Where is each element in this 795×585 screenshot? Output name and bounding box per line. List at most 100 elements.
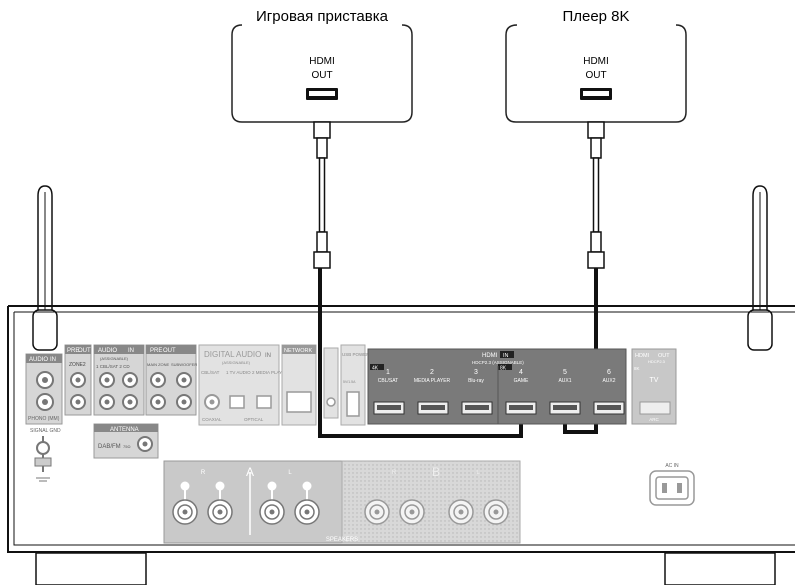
usb-label: USB POWER ONLY xyxy=(342,352,383,357)
ohm-label: 75Ω xyxy=(123,444,130,449)
hdmi-input-5-name: AUX1 xyxy=(558,378,571,384)
hdmi-input-6[interactable]: 6 AUX2 xyxy=(593,369,625,415)
hdmi-input-3[interactable]: 3 Blu-ray xyxy=(461,369,493,415)
usb-section: USB POWER ONLY 5V/1.5A xyxy=(340,344,383,426)
game-console-port-label-1: HDMI xyxy=(309,56,335,67)
hdmi-input-2[interactable]: 2 MEDIA PLAYER xyxy=(414,369,451,415)
hdmi-input-6-num: 6 xyxy=(607,369,611,376)
game-console-device: Игровая приставка HDMI OUT xyxy=(231,8,413,123)
hdmi-input-5-num: 5 xyxy=(563,369,567,376)
hdmi-input-2-num: 2 xyxy=(430,369,434,376)
player-8k-title: Плеер 8K xyxy=(562,8,629,25)
ir-section xyxy=(323,347,339,419)
speaker-zone-b: B xyxy=(432,465,440,479)
digital-assignable-label: (ASSIGNABLE) xyxy=(222,360,251,365)
hdmi-input-4[interactable]: 4 GAME xyxy=(505,369,537,415)
speakers-section: A B R L R L SPEAKERS xyxy=(163,460,521,544)
ac-in-section: AC IN xyxy=(649,463,695,506)
subwoofer-label: SUBWOOFER xyxy=(171,362,197,367)
digital-audio-section: DIGITAL AUDIO IN (ASSIGNABLE) CBL/SAT 1 … xyxy=(198,344,289,426)
pre-out-label: PRE xyxy=(67,348,79,354)
hdmi-input-1-num: 1 xyxy=(386,369,390,376)
digital-tv-audio-label: 1 TV AUDIO xyxy=(226,370,251,375)
hdmi-input-3-name: Blu-ray xyxy=(468,378,484,384)
hdmi-input-1[interactable]: 1 CBL/SAT xyxy=(373,369,405,415)
coaxial-label: COAXIAL xyxy=(202,417,222,422)
digital-media-player-label: 2 MEDIA PLAYER xyxy=(252,370,289,375)
pre-out-main-section: PRE OUT MAIN ZONE SUBWOOFER xyxy=(145,344,197,416)
network-label: NETWORK xyxy=(284,348,312,354)
player-8k-port-label-2: OUT xyxy=(585,70,606,81)
digital-audio-label: DIGITAL AUDIO xyxy=(204,350,261,359)
dab-fm-label: DAB/FM xyxy=(98,444,121,450)
hdmi-input-4-num: 4 xyxy=(519,369,523,376)
usb-rating-label: 5V/1.5A xyxy=(343,380,356,384)
optical-label: OPTICAL xyxy=(244,417,264,422)
antenna-right-icon xyxy=(747,185,773,351)
speaker-a-r-terminals[interactable] xyxy=(172,481,233,525)
player-8k-port-label-1: HDMI xyxy=(583,56,609,67)
hdmi-in-section: HDMI IN HDCP2.3 (ASSIGNABLE) 4K 8K 1 CBL… xyxy=(367,348,627,425)
analog-inputs-label: 1 CBL/SAT 2 CD xyxy=(96,364,130,369)
pre-out2-badge: OUT xyxy=(163,348,176,354)
optical-2-jack[interactable] xyxy=(256,395,272,409)
hdmi-out-section: HDMI OUT HDCP2.3 8K TV ARC xyxy=(631,348,677,425)
phono-label: PHONO (MM) xyxy=(28,416,60,422)
hdmi-input-5[interactable]: 5 AUX1 xyxy=(549,369,581,415)
hdmi-input-4-name: GAME xyxy=(514,378,529,384)
analog-audio-label: AUDIO xyxy=(98,348,117,354)
analog-audio-in-section: AUDIO IN (ASSIGNABLE) 1 CBL/SAT 2 CD xyxy=(93,344,145,416)
hdmi-port-icon xyxy=(580,88,612,100)
ethernet-port[interactable] xyxy=(286,391,312,413)
speaker-b-l: L xyxy=(476,470,480,476)
speaker-a-l-terminals[interactable] xyxy=(259,481,320,525)
speaker-a-l: L xyxy=(288,470,292,476)
network-section: NETWORK xyxy=(281,344,317,426)
signal-gnd-label: SIGNAL GND xyxy=(30,428,61,434)
arc-label: ARC xyxy=(649,417,659,422)
zone2-label: ZONE2 xyxy=(69,362,86,368)
analog-assignable-label: (ASSIGNABLE) xyxy=(100,356,129,361)
game-console-port-label-2: OUT xyxy=(311,70,332,81)
game-console-title: Игровая приставка xyxy=(256,8,389,25)
hdmi-in-label: HDMI xyxy=(482,353,498,359)
player-8k-device: Плеер 8K HDMI OUT xyxy=(505,8,687,123)
hdcp-label: HDCP2.3 (ASSIGNABLE) xyxy=(472,360,524,365)
hdmi-out-8k: 8K xyxy=(634,366,640,371)
pre-out2-label: PRE xyxy=(150,348,162,354)
hdmi-out-label: HDMI xyxy=(635,353,650,359)
antenna-left-icon xyxy=(32,185,58,351)
digital-cbl-sat-label: CBL/SAT xyxy=(201,370,220,375)
speaker-b-r-terminals[interactable] xyxy=(364,499,425,525)
hdmi-out-tv: TV xyxy=(650,377,659,384)
speaker-b-l-terminals[interactable] xyxy=(448,499,509,525)
antenna-section: ANTENNA DAB/FM 75Ω xyxy=(93,423,159,459)
hdmi-out-hdcp: HDCP2.3 xyxy=(648,359,666,364)
speaker-b-r: R xyxy=(392,470,397,476)
speakers-label: SPEAKERS xyxy=(326,537,358,543)
main-zone-label: MAIN ZONE xyxy=(147,362,170,367)
ground-terminal-icon xyxy=(34,436,52,482)
speaker-zone-a: A xyxy=(246,465,254,479)
hdmi-cable-game xyxy=(313,121,523,438)
hdmi-input-2-name: MEDIA PLAYER xyxy=(414,378,451,384)
speaker-a-r: R xyxy=(201,470,206,476)
optical-1-jack[interactable] xyxy=(229,395,245,409)
hdmi-input-6-name: AUX2 xyxy=(602,378,615,384)
pre-out-zone2-section: PRE OUT ZONE2 xyxy=(64,344,92,416)
hdmi-port-icon xyxy=(306,88,338,100)
hdmi-input-3-num: 3 xyxy=(474,369,478,376)
usb-port[interactable] xyxy=(346,391,360,417)
hdmi-out-port[interactable] xyxy=(639,401,671,415)
audio-in-section: AUDIO IN PHONO (MM) SIGNAL GND xyxy=(25,353,63,482)
hdmi-out-badge: OUT xyxy=(658,353,670,359)
antenna-label: ANTENNA xyxy=(110,427,139,433)
ac-in-label: AC IN xyxy=(665,463,679,469)
hdmi-input-1-name: CBL/SAT xyxy=(378,378,398,384)
badge-8k: 8K xyxy=(500,366,507,372)
audio-in-badge: IN xyxy=(50,357,56,363)
ir-jack[interactable] xyxy=(326,397,336,407)
analog-audio-badge: IN xyxy=(128,348,134,354)
pre-out-badge: OUT xyxy=(78,348,91,354)
